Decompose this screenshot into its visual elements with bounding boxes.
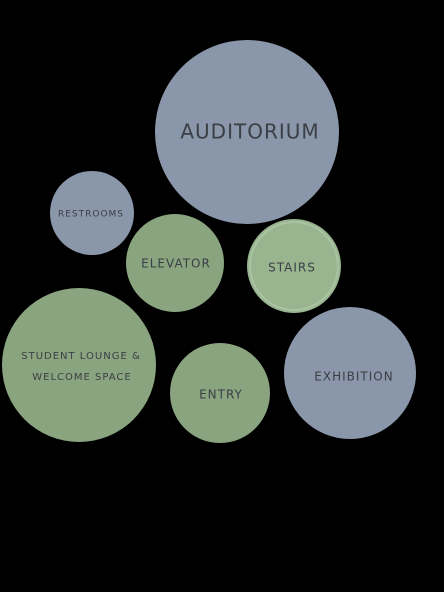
bubble-elevator: ELEVATOR (126, 214, 224, 312)
elevator-bubble-shape (126, 214, 224, 312)
stairs-bubble-shape (247, 219, 341, 313)
entry-label: ENTRY (199, 388, 243, 402)
bubble-entry: ENTRY (170, 343, 270, 443)
bubble-restrooms: RESTROOMS (50, 171, 134, 255)
restrooms-label: RESTROOMS (58, 210, 124, 220)
restrooms-bubble-shape (50, 171, 134, 255)
student-lounge-label-line-2: WELCOME SPACE (32, 372, 131, 383)
student-lounge-bubble-shape (2, 288, 156, 442)
exhibition-label: EXHIBITION (314, 370, 393, 384)
student-lounge-label-line-1: STUDENT LOUNGE & (21, 351, 141, 362)
entry-bubble-shape (170, 343, 270, 443)
auditorium-bubble-shape (155, 40, 339, 224)
stairs-label: STAIRS (268, 261, 316, 275)
auditorium-label: AUDITORIUM (180, 120, 319, 144)
bubble-exhibition: EXHIBITION (284, 307, 416, 439)
bubble-stairs: STAIRS (247, 219, 341, 313)
stairs-bubble-rim (249, 221, 339, 311)
bubble-student-lounge: STUDENT LOUNGE & WELCOME SPACE (2, 288, 156, 442)
bubble-auditorium: AUDITORIUM (155, 40, 339, 224)
exhibition-bubble-shape (284, 307, 416, 439)
elevator-label: ELEVATOR (141, 257, 211, 271)
